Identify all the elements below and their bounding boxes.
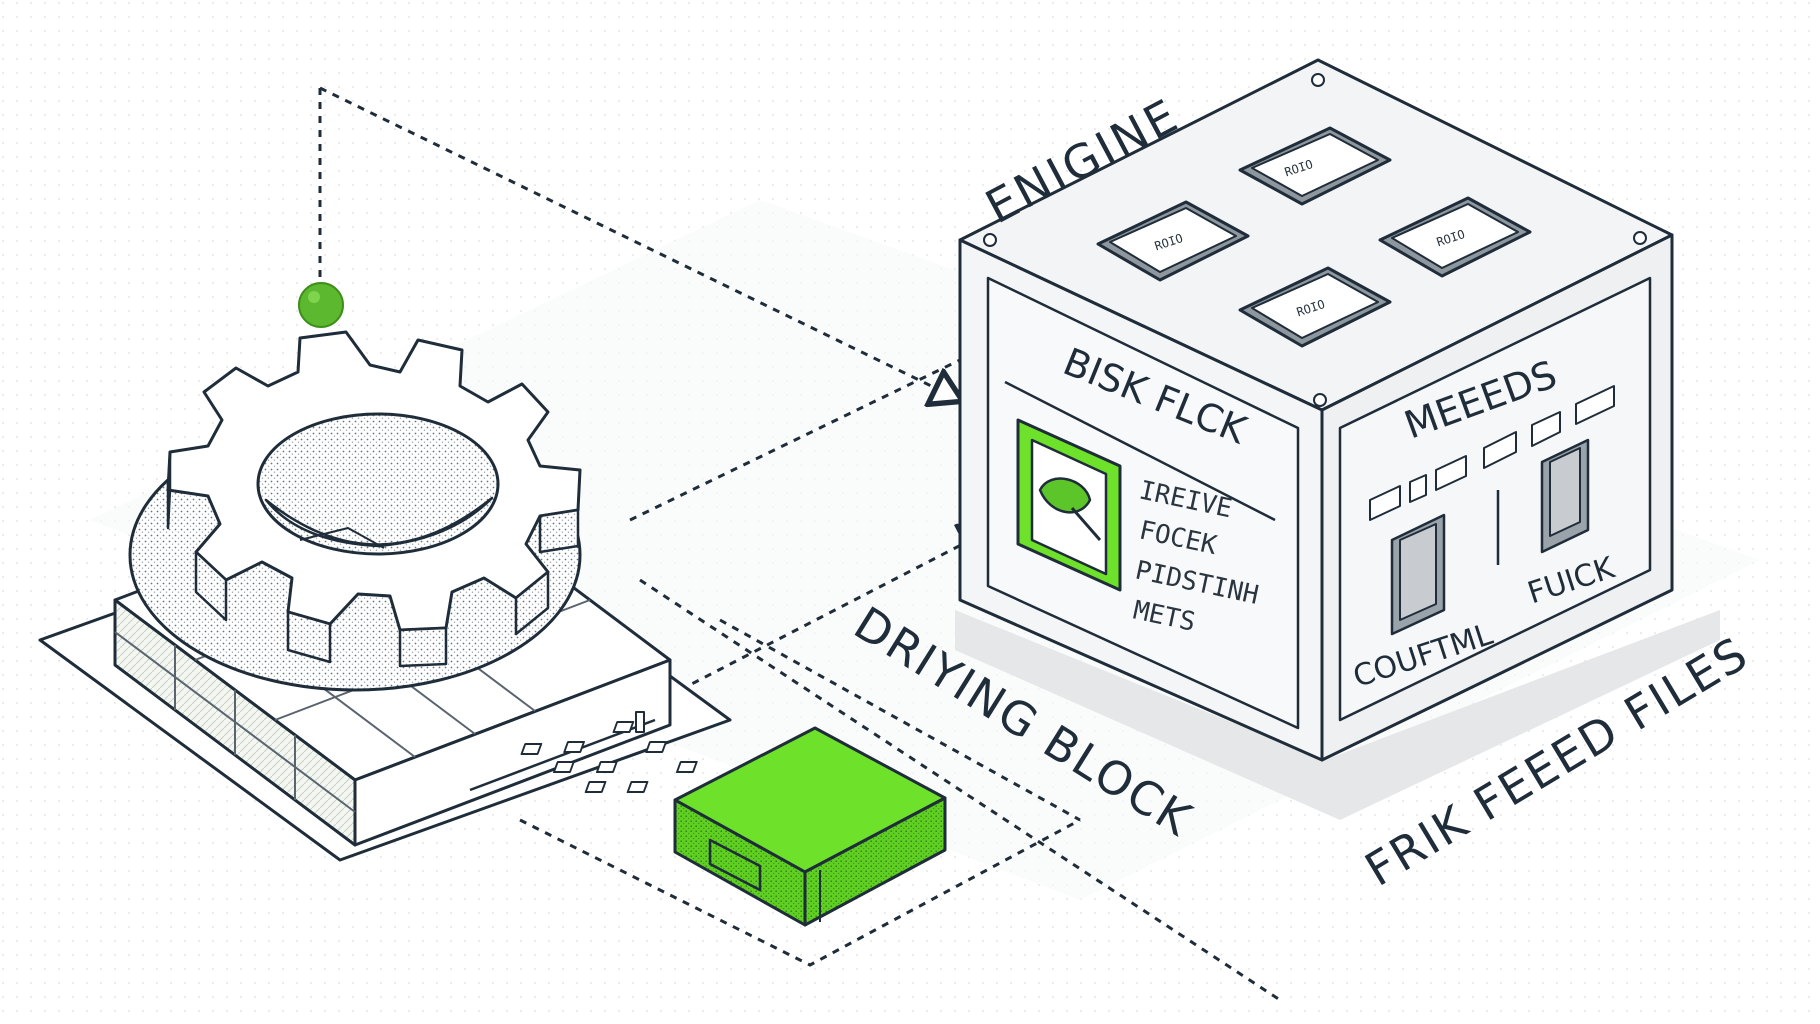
- engine-shadow: [955, 610, 1720, 820]
- gear-icon: [128, 330, 582, 692]
- top-chip-2: ROIO: [1096, 200, 1250, 282]
- engine-cube: [958, 58, 1674, 762]
- connector-guide-long: [639, 578, 1281, 1002]
- top-chip-4: ROIO: [1238, 266, 1392, 348]
- front-panel: [986, 276, 1300, 730]
- top-chip-1: ROIO: [1238, 126, 1392, 206]
- driving-block-right-face: [803, 796, 947, 927]
- driving-block-plate: [708, 838, 762, 892]
- top-chip-3: ROIO: [1378, 196, 1532, 278]
- green-dot-icon: [298, 282, 344, 328]
- front-panel-divider: [1004, 380, 1276, 522]
- connector-top-to-engine: [319, 86, 960, 400]
- green-dot-highlight: [308, 291, 320, 303]
- connector-gear-to-engine: [629, 358, 961, 522]
- driving-block: [520, 721, 947, 927]
- connector-guide-bottom: [519, 818, 1081, 967]
- base-block-right-face: [353, 658, 672, 847]
- top-chips: ROIO ROIO ROIO ROIO: [1096, 126, 1532, 348]
- connector-lines: [318, 86, 1281, 1002]
- leaf-icon: [1038, 477, 1102, 541]
- connector-base-to-engine: [679, 530, 990, 692]
